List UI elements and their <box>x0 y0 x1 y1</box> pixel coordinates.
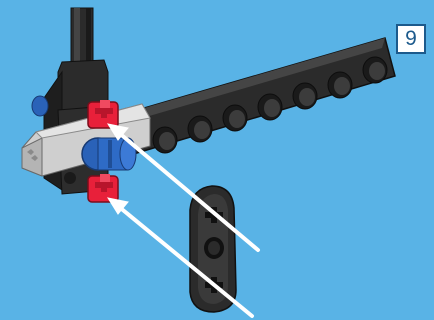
arrow-top <box>118 132 258 250</box>
red-axle-pin-top <box>88 100 118 128</box>
step-number-badge: 9 <box>396 24 426 54</box>
red-axle-pin-bottom <box>88 174 118 202</box>
step-number: 9 <box>405 27 417 51</box>
long-beam <box>108 38 395 158</box>
blue-pin-small <box>32 96 48 116</box>
lift-arm-3-hole <box>190 186 236 312</box>
